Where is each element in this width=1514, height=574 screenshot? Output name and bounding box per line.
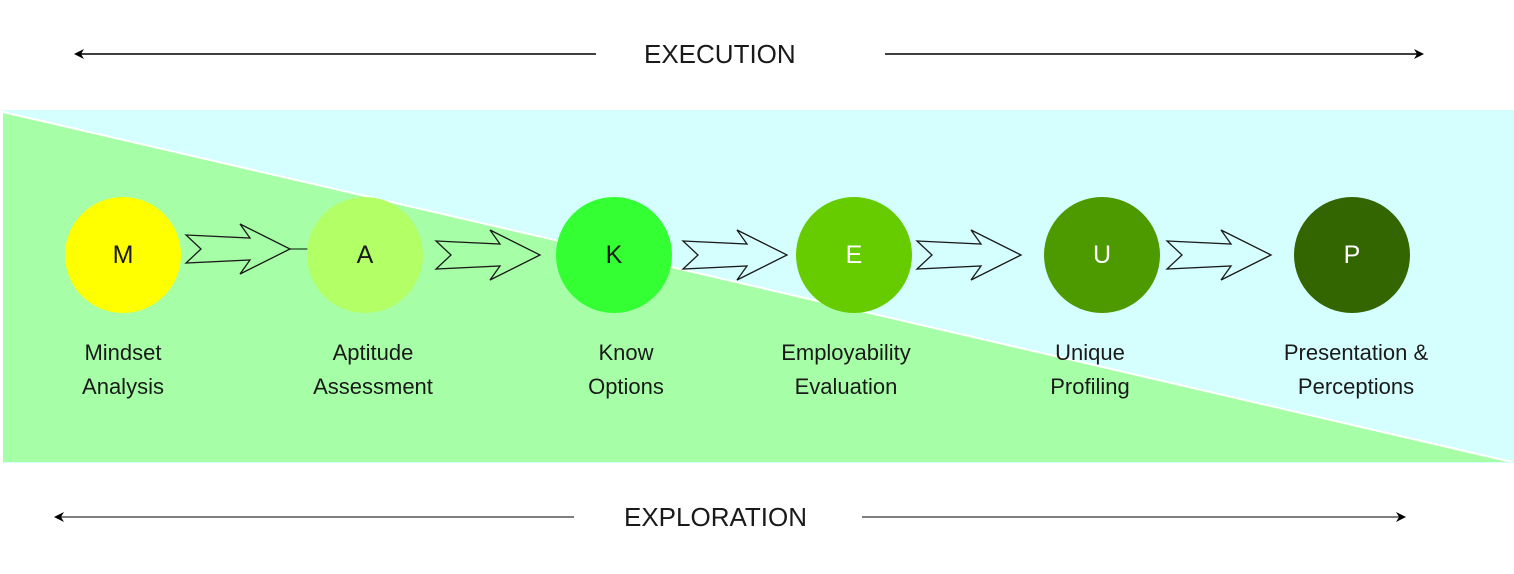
step-letter: A	[356, 240, 374, 269]
region-divider	[2, 111, 1513, 463]
step-node-know[interactable]: K	[556, 197, 672, 313]
step-letter: M	[112, 240, 134, 269]
exploration-label: EXPLORATION	[620, 502, 812, 532]
caption-line: Options	[588, 374, 664, 399]
step-node-unique[interactable]: U	[1044, 197, 1160, 313]
step-letter: K	[605, 240, 623, 269]
step-node-aptitude[interactable]: A	[307, 197, 423, 313]
execution-label: EXECUTION	[640, 39, 800, 69]
caption-line: Unique	[1055, 340, 1125, 365]
connector-arrow-icon	[434, 229, 542, 281]
step-caption-aptitude: Aptitude Assessment	[273, 336, 473, 404]
caption-line: Presentation &	[1283, 340, 1429, 365]
step-node-employability[interactable]: E	[796, 197, 912, 313]
caption-line: Evaluation	[794, 374, 898, 399]
step-caption-presentation: Presentation & Perceptions	[1256, 336, 1456, 404]
caption-line: Profiling	[1050, 374, 1130, 399]
step-caption-mindset: Mindset Analysis	[23, 336, 223, 404]
connector-arrow-icon	[1165, 229, 1273, 281]
step-caption-employability: Employability Evaluation	[746, 336, 946, 404]
connector-arrow-icon	[681, 229, 789, 281]
caption-line: Assessment	[313, 374, 433, 399]
connector-arrow-icon	[915, 229, 1023, 281]
caption-line: Perceptions	[1297, 374, 1415, 399]
step-letter: E	[845, 240, 863, 269]
caption-line: Analysis	[82, 374, 164, 399]
step-caption-unique: Unique Profiling	[990, 336, 1190, 404]
step-caption-know: Know Options	[526, 336, 726, 404]
caption-line: Employability	[781, 340, 911, 365]
step-letter: U	[1092, 240, 1112, 269]
caption-line: Mindset	[84, 340, 162, 365]
step-node-presentation[interactable]: P	[1294, 197, 1410, 313]
step-node-mindset[interactable]: M	[65, 197, 181, 313]
connector-arrow-icon	[184, 223, 292, 275]
caption-line: Aptitude	[332, 340, 414, 365]
caption-line: Know	[598, 340, 654, 365]
step-letter: P	[1343, 240, 1361, 269]
